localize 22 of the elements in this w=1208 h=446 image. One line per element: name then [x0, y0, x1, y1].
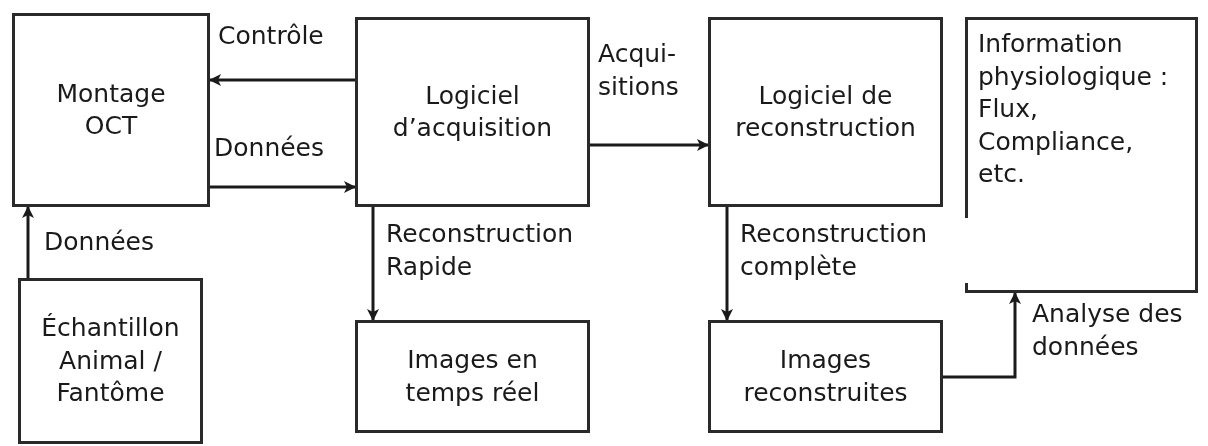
box-label: Images en temps réel — [404, 344, 541, 409]
process-box — [355, 320, 590, 433]
arrow — [943, 292, 1021, 379]
box-label: Logiciel d’acquisition — [391, 79, 554, 144]
box-label: Montage OCT — [55, 77, 167, 142]
box-label: Information physiologique : Flux, Compliance, etc. — [978, 28, 1170, 190]
arrow — [721, 207, 733, 321]
arrow — [210, 181, 356, 193]
arrow — [590, 139, 709, 151]
arrow — [22, 206, 34, 278]
box-label: Images reconstruites — [742, 344, 909, 409]
arrow — [367, 207, 379, 321]
edge-label: Reconstruction complète — [740, 218, 970, 283]
process-box — [12, 13, 210, 207]
box-label: Échantillon Animal / Fantôme — [40, 312, 181, 410]
process-box — [355, 17, 590, 207]
process-box — [965, 17, 1198, 293]
process-box — [708, 17, 943, 207]
process-box — [18, 278, 203, 444]
box-label: Logiciel de reconstruction — [734, 79, 917, 144]
process-box — [708, 320, 943, 433]
arrow — [209, 74, 355, 86]
